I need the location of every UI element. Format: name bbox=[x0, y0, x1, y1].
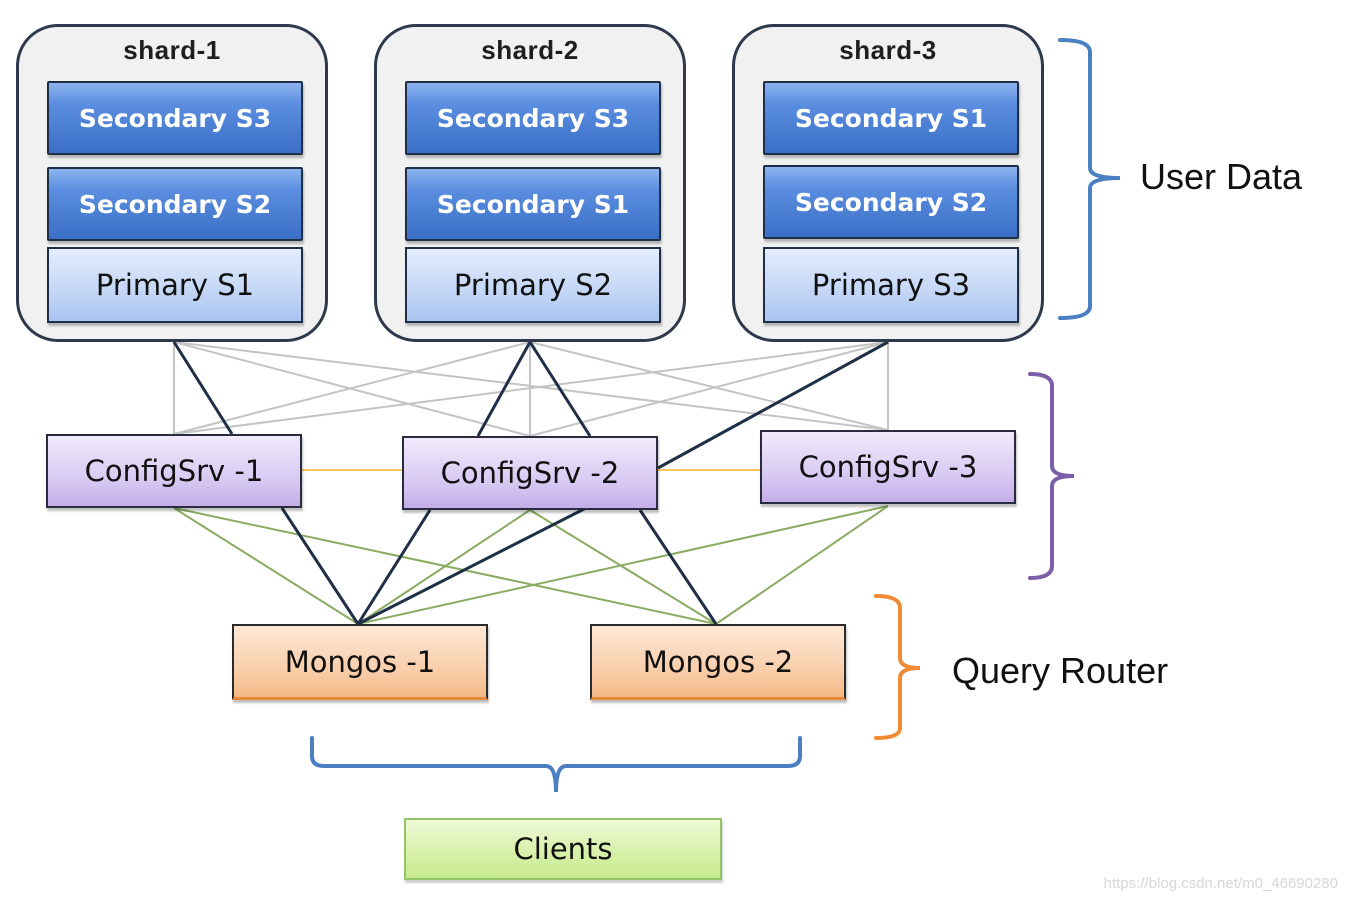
mongos-link-line bbox=[173, 507, 359, 625]
mongos-node[interactable]: Mongos -1 bbox=[232, 624, 488, 700]
weak-link-line bbox=[529, 341, 889, 437]
user-data-brace bbox=[1058, 38, 1121, 320]
secondary-node[interactable]: Secondary S1 bbox=[405, 167, 661, 241]
config-server-node[interactable]: ConfigSrv -2 bbox=[402, 436, 658, 510]
shard-container: shard-2 Secondary S3 Secondary S1 Primar… bbox=[374, 24, 686, 342]
config-brace bbox=[1028, 372, 1075, 580]
user-data-label: User Data bbox=[1140, 156, 1303, 197]
mongos-node[interactable]: Mongos -2 bbox=[590, 624, 846, 700]
primary-node[interactable]: Primary S1 bbox=[47, 247, 303, 323]
mongos-link-line bbox=[357, 509, 531, 625]
clients-brace bbox=[310, 736, 802, 793]
secondary-node[interactable]: Secondary S1 bbox=[763, 81, 1019, 155]
weak-link-line bbox=[173, 341, 889, 435]
weak-link-line bbox=[529, 341, 889, 431]
secondary-node[interactable]: Secondary S3 bbox=[47, 81, 303, 155]
clients-node[interactable]: Clients bbox=[404, 818, 722, 880]
connection-lines bbox=[172, 340, 889, 626]
strong-link-line bbox=[528, 341, 592, 437]
group-braces bbox=[310, 38, 1121, 793]
strong-link-line bbox=[638, 509, 718, 625]
shard-container: shard-3 Secondary S1 Secondary S2 Primar… bbox=[732, 24, 1044, 342]
strong-link-line bbox=[476, 341, 532, 437]
strong-link-line bbox=[657, 340, 889, 470]
strong-link-line bbox=[172, 341, 234, 435]
shard-title: shard-1 bbox=[123, 35, 221, 65]
config-server-node[interactable]: ConfigSrv -3 bbox=[760, 430, 1016, 504]
watermark-text: https://blog.csdn.net/m0_46690280 bbox=[1103, 875, 1338, 892]
secondary-node[interactable]: Secondary S2 bbox=[47, 167, 303, 241]
secondary-node[interactable]: Secondary S3 bbox=[405, 81, 661, 155]
mongos-link-line bbox=[715, 505, 889, 625]
query-router-label: Query Router bbox=[952, 650, 1169, 691]
shard-title: shard-2 bbox=[481, 35, 579, 65]
secondary-node[interactable]: Secondary S2 bbox=[763, 165, 1019, 239]
weak-link-line bbox=[173, 341, 531, 435]
shard-title: shard-3 bbox=[839, 35, 937, 65]
mongos-link-line bbox=[357, 505, 889, 625]
shard-container: shard-1 Secondary S3 Secondary S2 Primar… bbox=[16, 24, 328, 342]
strong-link-line bbox=[357, 506, 587, 626]
mongos-link-line bbox=[529, 509, 717, 625]
strong-link-line bbox=[280, 507, 360, 625]
config-server-node[interactable]: ConfigSrv -1 bbox=[46, 434, 302, 508]
primary-node[interactable]: Primary S3 bbox=[763, 247, 1019, 323]
primary-node[interactable]: Primary S2 bbox=[405, 247, 661, 323]
query-router-brace bbox=[874, 594, 921, 740]
strong-link-line bbox=[356, 509, 432, 625]
